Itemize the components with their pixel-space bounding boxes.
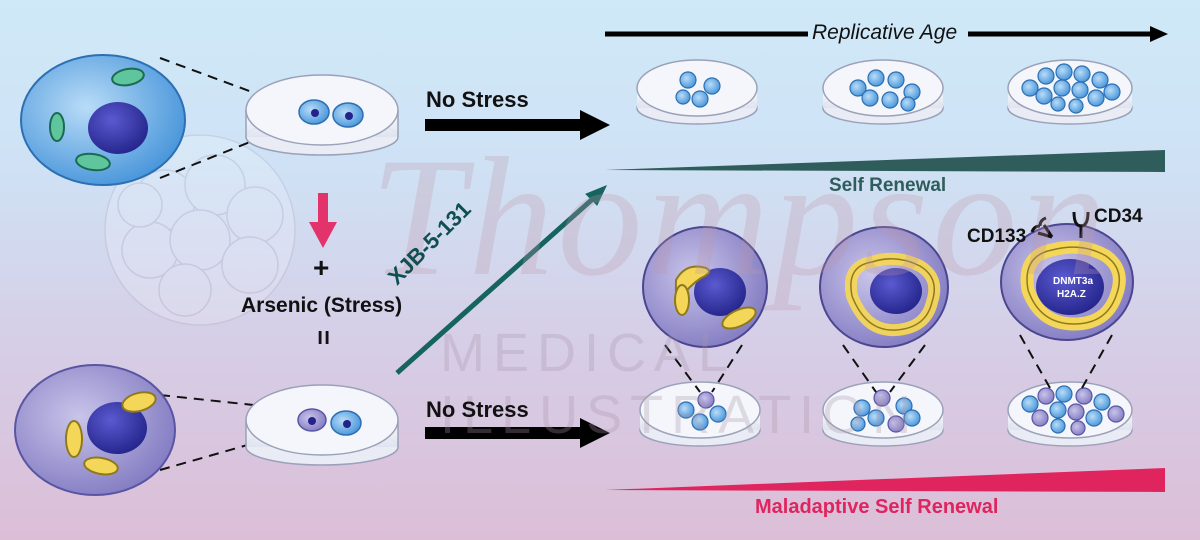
plus-sign: +	[313, 252, 330, 283]
maladaptive-self-renewal-label: Maladaptive Self Renewal	[755, 496, 999, 518]
no-stress-top-label: No Stress	[426, 87, 529, 112]
cd133-label: CD133	[967, 226, 1027, 247]
dish-bottom-1	[639, 381, 761, 447]
stressed-mitochondrion-icon	[65, 391, 157, 476]
stressed-cell-large-2	[819, 226, 949, 348]
healthy-mitochondrion-icon	[49, 67, 145, 172]
dish-top-left	[245, 74, 399, 156]
equals-sign: =	[309, 329, 340, 346]
h2az-label: H2A.Z	[1057, 289, 1086, 300]
self-renewal-label: Self Renewal	[829, 175, 947, 196]
dish-bottom-left	[245, 384, 399, 466]
replicative-age-arrow	[605, 26, 1168, 42]
dish-top-3	[1007, 59, 1133, 125]
dish-bottom-3	[1007, 381, 1133, 447]
healthy-cell-enlarged	[20, 54, 186, 186]
self-renewal-wedge	[605, 150, 1165, 172]
dish-top-2	[822, 59, 944, 125]
background-cluster	[104, 134, 296, 326]
cd34-label: CD34	[1094, 206, 1143, 227]
maladaptive-wedge	[605, 468, 1165, 492]
stressed-cell-enlarged	[14, 364, 176, 496]
stressed-cell-large-1	[642, 226, 768, 348]
replicative-age-label: Replicative Age	[812, 21, 958, 44]
stressed-cell-large-3	[1000, 211, 1134, 341]
arsenic-stress-label: Arsenic (Stress)	[241, 294, 403, 317]
watermark-main: Thompson	[370, 123, 1111, 311]
arrow-xjb	[395, 185, 607, 375]
arrow-no-stress-top	[425, 110, 610, 140]
dish-top-1	[636, 59, 758, 125]
dish-bottom-2	[822, 381, 944, 447]
cd34-receptor-icon	[1072, 211, 1090, 238]
watermark-sub: MEDICAL ILLUSTRATION	[440, 323, 920, 445]
cd133-receptor-icon	[1030, 216, 1054, 239]
dnmt3a-label: DNMT3a	[1053, 276, 1094, 287]
arrow-no-stress-bottom	[425, 418, 610, 448]
arrow-stress-down	[309, 193, 337, 248]
no-stress-bottom-label: No Stress	[426, 397, 529, 422]
